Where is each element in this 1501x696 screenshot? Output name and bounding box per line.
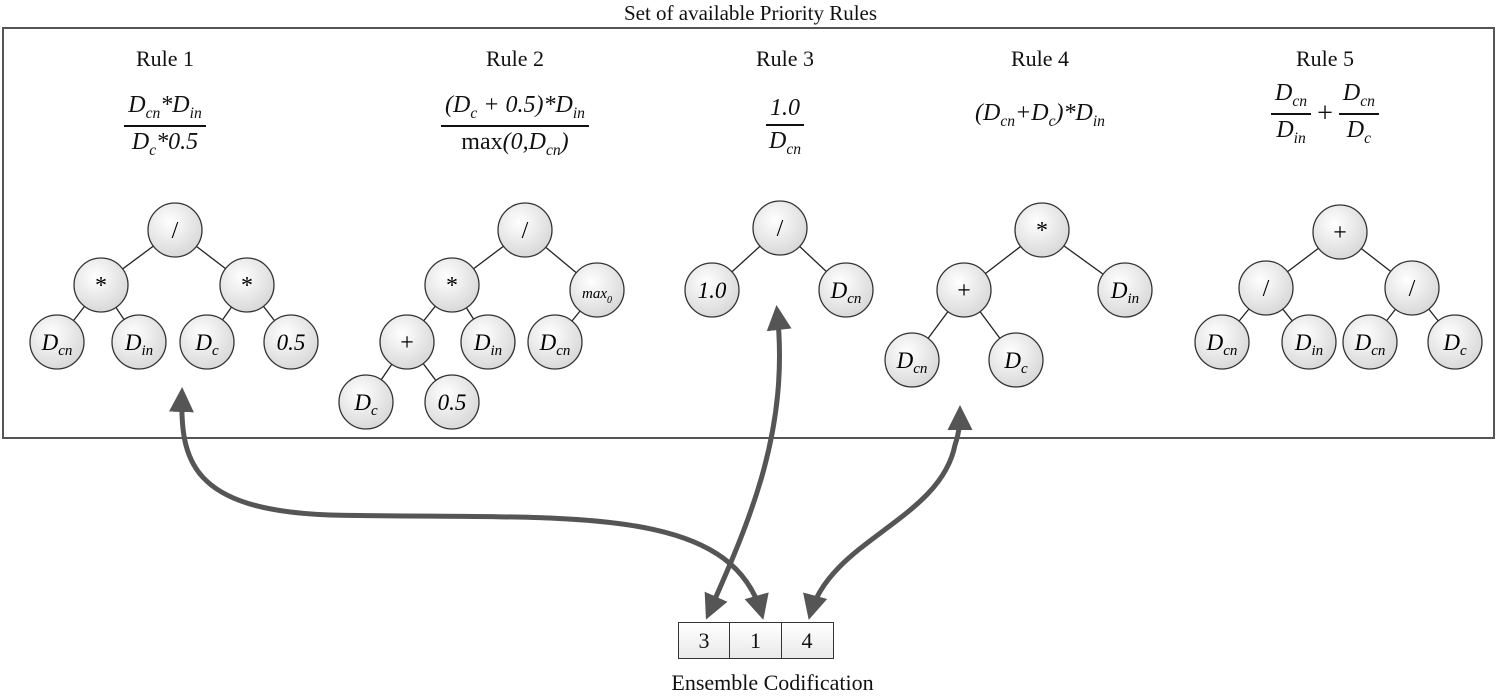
tree-node: Dc [1427,314,1483,370]
rule-tree-1: / * * Dcn Din Dc 0.5 [29,202,319,370]
tree-node-label: + [400,330,414,356]
tree-node-label: Din [473,330,502,359]
rule-formula-4: (Dcn+Dc)*Din [975,100,1105,130]
tree-node-label: Dc [194,330,219,359]
tree-node-label: * [1036,218,1048,244]
rule-label-4: Rule 4 [1010,46,1070,71]
tree-node: + [379,314,435,370]
tree-node: Din [1281,314,1337,370]
tree-node-label: / [1409,276,1416,302]
ensemble-cell-2: 1 [729,622,782,659]
rule-label-1: Rule 1 [135,46,195,71]
tree-node: Dcn [1194,314,1250,370]
tree-node-label: Dcn [539,330,571,359]
tree-node: Dcn [29,314,85,370]
tree-node: Din [1097,262,1153,318]
tree-node-label: Dcn [41,330,73,359]
tree-node-label: + [1333,220,1347,246]
tree-node: max0 [569,262,625,318]
tree-node-label: * [95,273,107,299]
tree-node: * [219,257,275,313]
tree-node-label: / [522,218,529,244]
tree-node: Dc [988,332,1044,388]
tree-node: 0.5 [424,374,480,430]
tree-node: + [1312,204,1368,260]
tree-node: / [752,200,808,256]
tree-node: Dc [338,374,394,430]
tree-node: / [1384,260,1440,316]
rule-label-5: Rule 5 [1295,46,1355,71]
tree-node: + [936,262,992,318]
tree-node: Dc [179,314,235,370]
tree-node: 1.0 [684,262,740,318]
tree-node-label: Dcn [830,278,862,307]
rule-tree-3: / 1.0 Dcn [684,200,874,318]
tree-node: Dcn [527,314,583,370]
tree-node-label: / [777,216,784,242]
tree-node-label: / [1263,276,1270,302]
arrow-cell3-rule4 [803,405,973,620]
ensemble-cell-3: 4 [780,622,834,659]
mapping-arrows [168,305,973,620]
tree-node: Dcn [884,332,940,388]
tree-node: Dcn [1342,314,1398,370]
tree-node-label: 0.5 [277,330,306,355]
ensemble-sequence: 3 1 4 [677,622,834,659]
ensemble-cell-1: 3 [677,622,731,659]
tree-node-label: Dcn [1206,330,1238,359]
tree-node: Dcn [818,262,874,318]
panel-title: Set of available Priority Rules [623,1,878,25]
tree-node: Din [111,314,167,370]
ensemble-label: Ensemble Codification [671,670,874,695]
tree-node: / [497,202,553,258]
rule-label-3: Rule 3 [755,46,815,71]
tree-node-label: + [957,278,971,304]
rule-tree-5: + / / Dcn Din Dcn Dc [1194,204,1483,370]
tree-node-label: max0 [582,286,612,306]
tree-node-label: Dcn [896,348,928,377]
tree-node-label: Dc [1442,330,1467,359]
tree-node-label: * [241,273,253,299]
tree-node-label: Din [1110,278,1139,307]
tree-node: * [424,257,480,313]
tree-node-label: 0.5 [438,390,467,415]
tree-node: * [1014,202,1070,258]
tree-node-label: 1.0 [698,278,727,303]
rule-label-2: Rule 2 [485,46,545,71]
arrow-cell1-rule3 [704,305,792,620]
tree-node-label: Dc [1003,348,1028,377]
tree-node-label: * [446,273,458,299]
tree-node: / [147,202,203,258]
tree-node: Din [460,314,516,370]
tree-node: 0.5 [263,314,319,370]
arrow-cell2-rule1 [168,387,769,620]
tree-node-label: Din [124,330,153,359]
tree-node: / [1238,260,1294,316]
tree-node: * [73,257,129,313]
tree-node-label: Dcn [1354,330,1386,359]
tree-node-label: Din [1294,330,1323,359]
tree-node-label: / [172,218,179,244]
